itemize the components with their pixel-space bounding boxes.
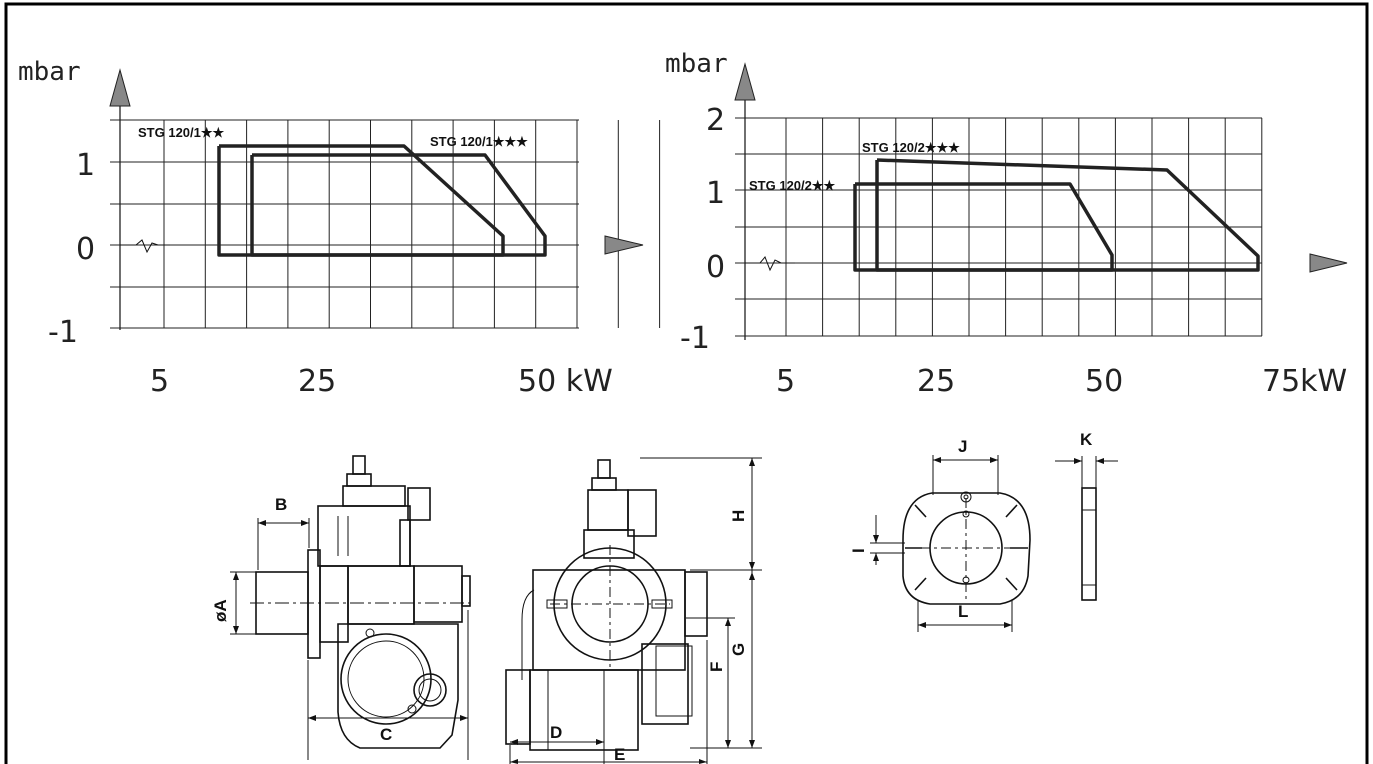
chart2-xtick-25: 25	[917, 364, 955, 399]
dim-label-e: E	[614, 745, 625, 764]
chart1-xtick-25: 25	[298, 364, 336, 399]
chart2-xtick-50: 50	[1085, 364, 1123, 399]
chart1-series-label-2star: STG 120/1★★	[138, 125, 225, 140]
burner-side-view: B øA C	[211, 455, 471, 760]
burner-front-view: D E H G F	[505, 457, 762, 764]
chart2-ytick-0: 0	[706, 250, 725, 285]
chart2-y-unit: mbar	[665, 49, 728, 79]
dim-label-f: F	[707, 662, 726, 672]
chart2-series-stg-120-2-2star	[853, 182, 1114, 272]
chart1-ytick-0: 0	[76, 232, 95, 267]
flange-view: J L I	[849, 437, 1031, 632]
chart2-grid	[735, 117, 1263, 337]
dim-label-g: G	[729, 643, 748, 656]
chart1-xtick-5: 5	[150, 364, 169, 399]
dim-label-l: L	[958, 602, 968, 621]
dim-label-h: H	[729, 510, 748, 522]
chart1-ytick-1: 1	[76, 148, 95, 183]
chart-stg-120-1: mbar 1 0 -1 5 25 50 kW STG 120/1★★ STG 1…	[18, 57, 661, 399]
chart2-ytick-1: 1	[706, 176, 725, 211]
chart2-series-label-3star: STG 120/2★★★	[862, 140, 960, 155]
chart2-series-label-2star: STG 120/2★★	[749, 178, 836, 193]
chart2-xtick-5: 5	[776, 364, 795, 399]
chart2-series-stg-120-2-3star	[875, 158, 1260, 272]
chart2-x-arrow	[1309, 253, 1348, 273]
chart1-series-stg-120-1-2star	[217, 144, 505, 257]
chart1-series-stg-120-1-3star	[250, 153, 547, 257]
dim-label-k: K	[1080, 430, 1093, 449]
chart1-y-arrow	[109, 68, 131, 107]
dim-label-d: D	[550, 723, 562, 742]
chart2-y-arrow	[734, 62, 756, 101]
dim-label-j: J	[958, 437, 967, 456]
chart1-x-arrow	[604, 235, 644, 255]
dim-label-i: I	[849, 548, 868, 553]
chart2-ytick-m1: -1	[680, 321, 710, 356]
chart1-ytick-m1: -1	[48, 315, 78, 350]
flange-side-view: K	[1055, 430, 1118, 601]
dim-label-a: øA	[211, 599, 230, 622]
chart2-ytick-2: 2	[706, 103, 725, 138]
chart1-y-unit: mbar	[18, 57, 81, 87]
chart1-series-label-3star: STG 120/1★★★	[430, 134, 528, 149]
chart2-xtick-75: 75kW	[1262, 364, 1347, 399]
dim-label-b: B	[275, 495, 287, 514]
frame	[4, 2, 1369, 764]
chart1-grid	[110, 119, 661, 329]
chart1-xtick-50: 50 kW	[518, 364, 613, 399]
dim-label-c: C	[380, 725, 392, 744]
chart-stg-120-2: mbar 2 1 0 -1 5 25 50 75kW STG 120/2★★ S…	[665, 49, 1347, 399]
